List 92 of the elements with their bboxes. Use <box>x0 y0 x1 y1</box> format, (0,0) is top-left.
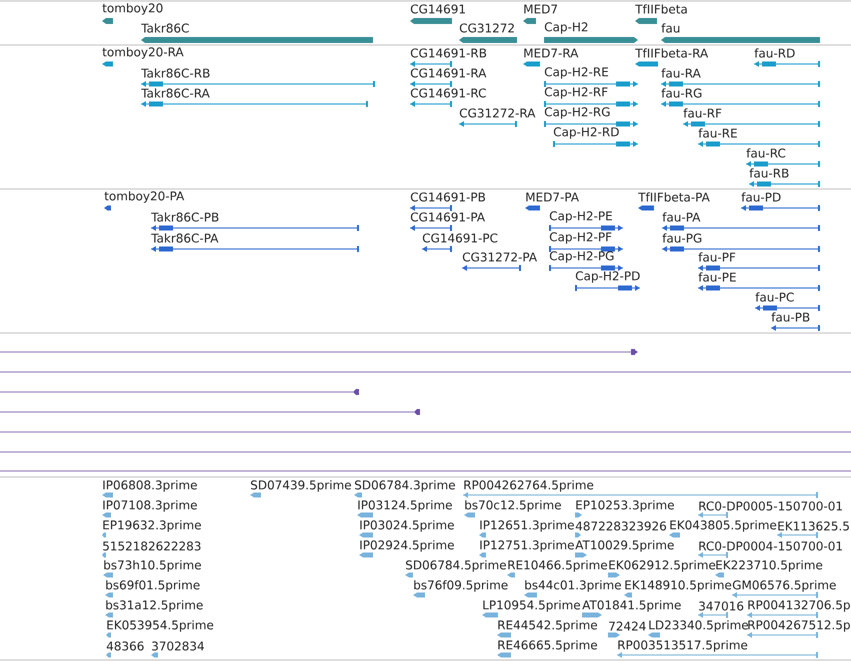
feature-label: AT10029.5prime <box>575 540 674 552</box>
feature-label: CG31272-RA <box>460 108 536 118</box>
feature-label: LD23340.5prime <box>649 620 748 632</box>
feature-label: EP19632.3prime <box>103 520 201 532</box>
feature-label: 72424 <box>609 622 646 630</box>
feature-label: RE44542.5prime <box>498 620 598 632</box>
feature-label: 5152182622283 <box>103 541 200 551</box>
feature-label: IP02924.5prime <box>360 540 454 552</box>
feature-label: IP07108.3prime <box>103 500 197 512</box>
feature-label: RC0-DP0005-150700-01 <box>699 501 842 511</box>
feature-label: RE46665.5prime <box>498 640 598 652</box>
feature-label: Cap-H2-PD <box>576 271 640 283</box>
feature-label: Cap-H2-RF <box>544 87 608 99</box>
feature-label: RP004132706.5p <box>748 600 850 612</box>
feature-label: CG31272-PA <box>462 252 537 262</box>
feature-label: bs76f09.5prime <box>414 580 508 592</box>
feature-label: RP004267512.5p <box>748 620 850 632</box>
feature-label: 48366 <box>106 641 144 651</box>
feature-label: CG14691-PA <box>410 212 485 222</box>
feature-label: IP03024.5prime <box>360 520 454 532</box>
feature-label: Cap-H2 <box>544 22 588 34</box>
feature-label: fau-PA <box>662 212 700 222</box>
feature-label: bs73h10.5prime <box>104 560 201 572</box>
feature-label: fau-RG <box>662 88 702 98</box>
feature-label: Takr86C-RA <box>141 88 210 98</box>
feature-label: IP12651.3prime <box>480 520 574 532</box>
feature-label: bs44c01.3prime <box>525 580 621 592</box>
feature-label: fau-RA <box>662 68 701 78</box>
feature-label: LP10954.5prime <box>483 600 580 612</box>
feature-label: CG14691-PB <box>410 192 485 202</box>
feature-label: SD06784.3prime <box>355 480 455 492</box>
feature-label: fau-RB <box>750 168 788 178</box>
feature-label: fau-RC <box>746 148 786 158</box>
feature-label: EK223710.5prime <box>716 560 822 572</box>
feature-label: SD07439.5prime <box>250 480 351 492</box>
feature-label: Cap-H2-RG <box>544 107 610 119</box>
feature-label: RP003513517.5prime <box>618 640 748 652</box>
feature-label: Takr86C-PB <box>151 212 218 222</box>
feature-label: EK113625.5 <box>778 521 849 531</box>
feature-label: Takr86C-RB <box>141 68 210 78</box>
feature-label: CG14691-RA <box>410 68 486 78</box>
feature-label: fau-RF <box>684 108 722 118</box>
feature-label: IP12751.3prime <box>480 540 574 552</box>
feature-label: fau-PB <box>772 312 810 322</box>
feature-label: GM06576.5prime <box>732 580 836 592</box>
feature-label: EK148910.5prime <box>625 580 732 592</box>
feature-label: CG31272 <box>460 23 514 33</box>
feature-label: CG14691-RB <box>410 48 486 58</box>
feature-label: Cap-H2-PF <box>550 232 612 244</box>
feature-label: TfIIFbeta-RA <box>635 48 708 58</box>
feature-label: fau-PE <box>698 272 736 282</box>
feature-label: AT01841.5prime <box>582 600 681 612</box>
feature-label: fau-PD <box>742 192 780 202</box>
feature-label: 347016 <box>699 601 744 611</box>
feature-label: fau-RD <box>754 48 795 58</box>
feature-label: EK043805.5prime <box>670 520 776 532</box>
feature-label: MED7-RA <box>524 48 578 58</box>
feature-label: 487228323926 <box>576 521 666 531</box>
feature-label: Takr86C-PA <box>151 233 218 243</box>
feature-label: Takr86C <box>141 23 189 33</box>
feature-label: bs70c12.5prime <box>465 500 561 512</box>
feature-label: Cap-H2-PE <box>550 211 612 223</box>
feature-label: fau-PG <box>662 233 702 243</box>
feature-label: tomboy20-RA <box>102 47 184 59</box>
feature-label: TfIIFbeta-PA <box>638 192 710 202</box>
feature-label: tomboy20-PA <box>104 191 184 203</box>
feature-label: IP06808.3prime <box>103 480 197 492</box>
feature-label: fau <box>662 23 680 33</box>
feature-label: 3702834 <box>152 641 204 651</box>
feature-label: Cap-H2-RE <box>544 67 608 79</box>
feature-label: EP10253.3prime <box>576 500 674 512</box>
feature-label: EK062912.5prime <box>609 560 716 572</box>
feature-label: tomboy20 <box>102 3 162 15</box>
feature-label: Cap-H2-RD <box>554 127 619 139</box>
feature-label: bs31a12.5prime <box>106 600 203 612</box>
feature-label: MED7 <box>524 4 557 14</box>
feature-label: RC0-DP0004-150700-01 <box>699 541 842 551</box>
feature-label: MED7-PA <box>526 192 579 202</box>
feature-label: fau-PC <box>756 292 794 302</box>
feature-label: CG14691-PC <box>422 233 498 243</box>
feature-label: EK053954.5prime <box>107 620 214 632</box>
feature-label: IP03124.5prime <box>358 500 452 512</box>
feature-label: RE10466.5prime <box>508 560 608 572</box>
feature-label: CG14691 <box>410 4 465 14</box>
feature-label: bs69f01.5prime <box>106 580 200 592</box>
feature-label: fau-RE <box>698 128 737 138</box>
feature-label: SD06784.5prime <box>406 560 506 572</box>
feature-label: CG14691-RC <box>410 88 486 98</box>
feature-label: Cap-H2-PG <box>550 251 614 263</box>
feature-label: fau-PF <box>698 252 736 262</box>
feature-label: RP004262764.5prime <box>464 480 594 492</box>
feature-label: TfIIFbeta <box>635 4 687 14</box>
